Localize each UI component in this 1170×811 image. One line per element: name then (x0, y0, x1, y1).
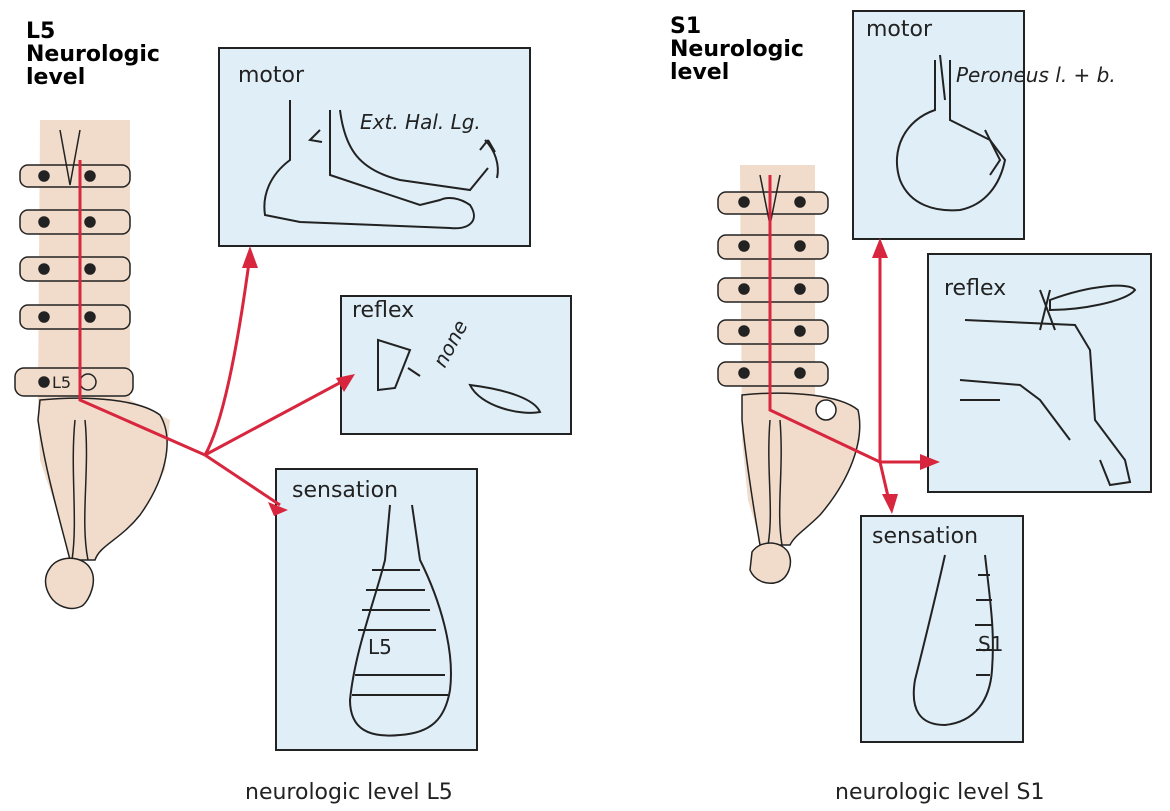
l5-sensation-sketch (350, 505, 451, 736)
l5-arrowheads (242, 246, 355, 516)
s1-sensation-label: sensation (872, 524, 978, 549)
l5-spine-drawing (15, 120, 170, 608)
l5-sensation-label: sensation (292, 478, 398, 503)
s1-motor-note: Peroneus l. + b. (956, 63, 1116, 87)
s1-motor-label: motor (866, 17, 932, 42)
s1-dermatome-label: S1 (978, 632, 1003, 656)
l5-motor-label: motor (238, 63, 304, 88)
l5-dermatome-label: L5 (368, 635, 392, 659)
l5-reflex-label: reflex (352, 298, 414, 323)
s1-caption: neurologic level S1 (835, 780, 1044, 805)
l5-spine-label: L5 (52, 373, 71, 392)
s1-reflex-label: reflex (944, 276, 1006, 301)
s1-reflex-sketch (960, 286, 1135, 485)
l5-caption: neurologic level L5 (245, 780, 453, 805)
s1-spine-drawing (718, 165, 860, 583)
l5-motor-note: Ext. Hal. Lg. (360, 110, 481, 134)
